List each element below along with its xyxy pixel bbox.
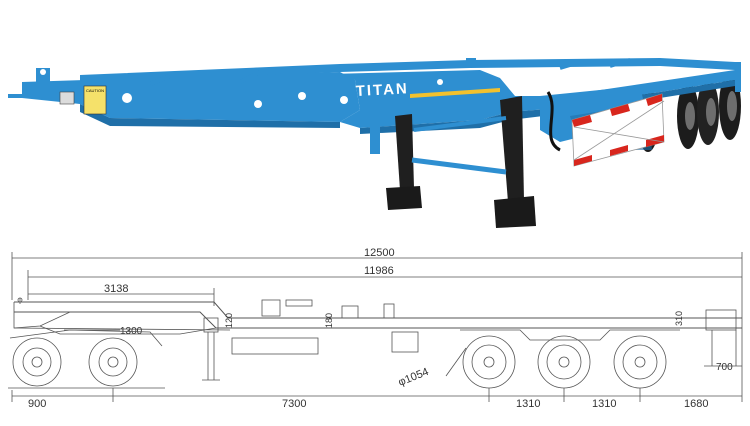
bottom-dimensions: 900 7300 1310 1310 1680 — [11, 388, 743, 410]
front-gooseneck — [22, 72, 360, 122]
technical-drawing: 12500 11986 3138 1300 — [8, 247, 743, 410]
dim-mid-height-b: 180 — [324, 313, 334, 328]
dim-rear-overhang: 1680 — [684, 398, 708, 410]
rear-bumper — [571, 93, 665, 167]
trailer-photo: TITAN CAUTION — [8, 58, 741, 228]
dim-front-section: 3138 — [104, 283, 128, 295]
dim-wheelbase: 7300 — [282, 398, 306, 410]
rear-bumper-drawing: 700 — [704, 309, 743, 388]
dim-inner-length: 11986 — [364, 265, 394, 277]
dim-rear-height: 310 — [674, 311, 684, 326]
dim-mid-height-a: 120 — [224, 313, 234, 328]
caution-plate — [83, 85, 107, 115]
dimension-inner: 11986 — [27, 265, 742, 300]
dim-overall-length: 12500 — [364, 247, 395, 259]
dim-axle-spacing-1: 1310 — [516, 398, 540, 410]
landing-gear-drawing: 120 — [202, 313, 234, 381]
dim-wheel-diameter: φ1054 — [397, 366, 431, 389]
main-beam — [330, 70, 735, 128]
rear-wheels-drawing — [460, 329, 680, 389]
front-wheels-drawing — [8, 329, 165, 389]
brand-text: TITAN — [355, 80, 409, 100]
dim-axle-spacing-2: 1310 — [592, 398, 616, 410]
landing-gear — [370, 96, 536, 228]
dim-front-overhang: 900 — [28, 398, 46, 410]
dimension-overall: 12500 — [11, 247, 743, 330]
caution-label: CAUTION — [86, 88, 104, 93]
dim-rear-bumper-height: 700 — [716, 362, 733, 373]
dimension-front-section: 3138 — [28, 283, 215, 306]
